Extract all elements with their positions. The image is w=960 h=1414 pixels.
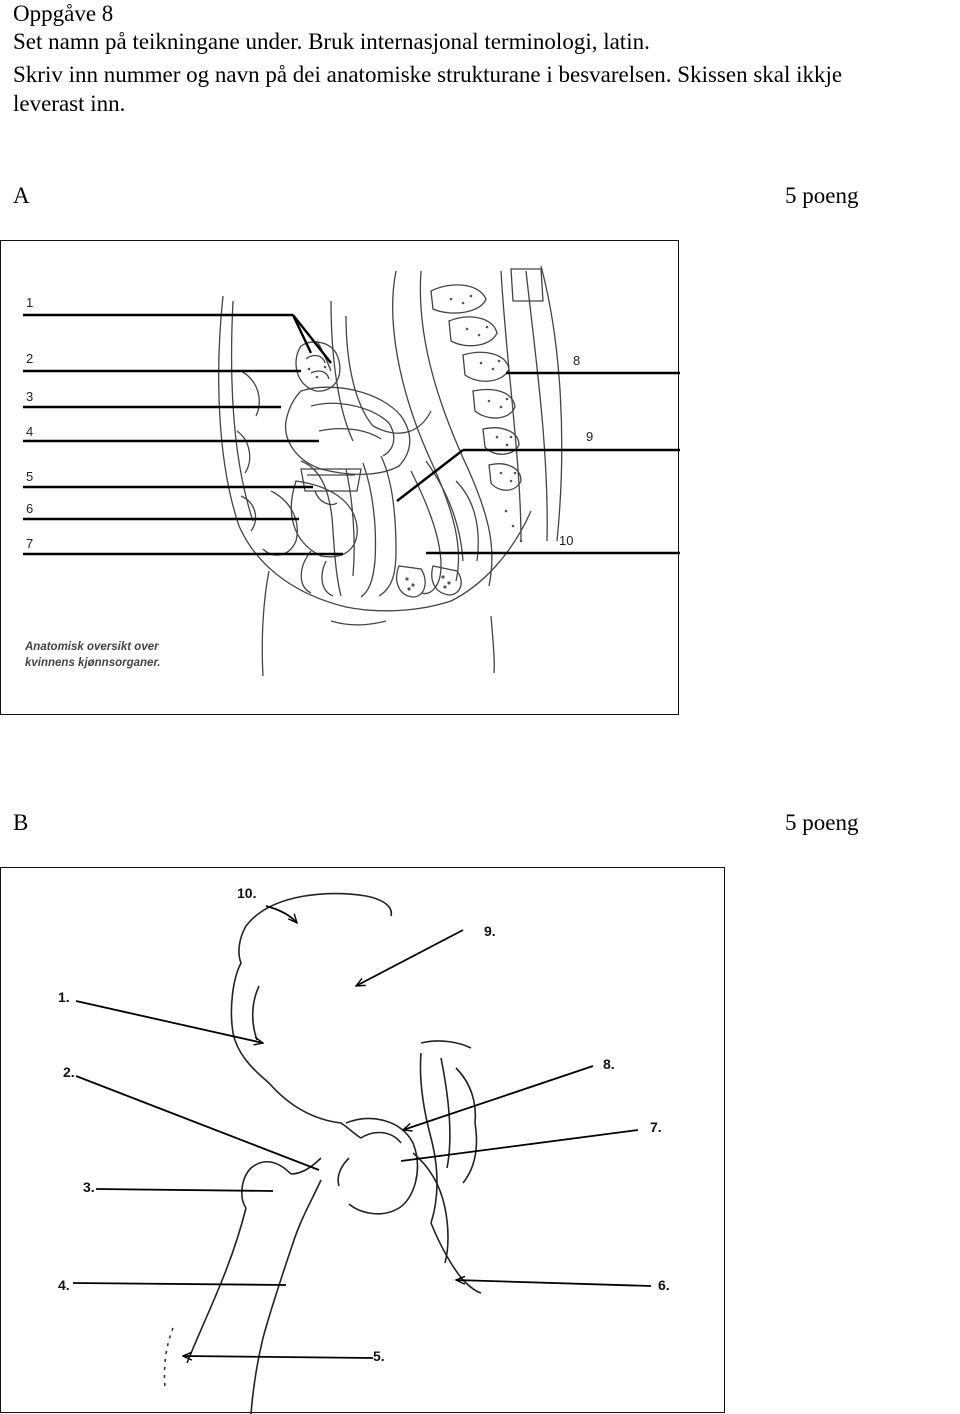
figure-b: 10. 9. 1. 2. 3. 4. 5. 6. 7. 8. <box>0 867 725 1414</box>
label-b-5: 5. <box>373 1348 385 1364</box>
label-b-4: 4. <box>58 1277 70 1293</box>
label-b-10: 10. <box>237 885 256 901</box>
label-b-3: 3. <box>83 1179 95 1195</box>
task-line-3: leverast inn. <box>13 91 126 116</box>
figure-a-caption: Anatomisk oversikt over kvinnens kjønnso… <box>25 641 161 669</box>
section-b-points: 5 poeng <box>785 810 859 835</box>
label-a-5: 5 <box>26 469 33 484</box>
label-a-7: 7 <box>26 536 33 551</box>
label-b-9: 9. <box>484 923 496 939</box>
section-a-letter: A <box>13 183 30 208</box>
section-b-letter: B <box>13 810 29 835</box>
label-a-2: 2 <box>26 351 33 366</box>
label-b-7: 7. <box>650 1119 662 1135</box>
task-title: Oppgåve 8 <box>13 1 114 26</box>
figure-a-drawing: 1 2 3 4 5 6 7 8 9 10 <box>23 265 680 677</box>
figure-a: 1 2 3 4 5 6 7 8 9 10 Anatomisk oversikt … <box>0 240 680 715</box>
task-line-2: Skriv inn nummer og navn på dei anatomis… <box>13 62 843 87</box>
label-a-4: 4 <box>26 424 33 439</box>
label-b-6: 6. <box>658 1277 670 1293</box>
label-a-9: 9 <box>586 429 593 444</box>
label-b-8: 8. <box>603 1056 615 1072</box>
label-a-8: 8 <box>573 353 580 368</box>
task-line-1: Set namn på teikningane under. Bruk inte… <box>13 29 650 54</box>
section-a-points: 5 poeng <box>785 183 859 208</box>
label-a-3: 3 <box>26 389 33 404</box>
label-b-1: 1. <box>58 989 70 1005</box>
label-a-6: 6 <box>26 501 33 516</box>
label-a-1: 1 <box>26 295 33 310</box>
label-a-10: 10 <box>559 533 573 548</box>
figure-b-drawing: 10. 9. 1. 2. 3. 4. 5. 6. 7. 8. <box>58 885 670 1414</box>
label-b-2: 2. <box>63 1064 75 1080</box>
